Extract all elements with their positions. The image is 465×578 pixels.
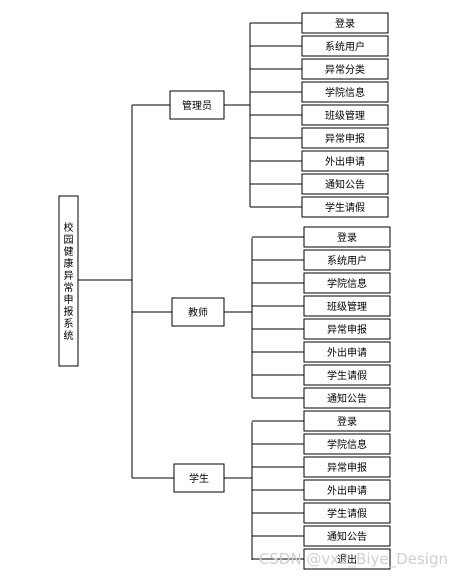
leaf-label: 异常申报	[325, 132, 365, 145]
leaf-label: 异常申报	[327, 323, 367, 336]
role-label: 学生	[189, 472, 209, 485]
leaf-label: 学院信息	[327, 438, 367, 451]
leaf-label: 外出申请	[325, 155, 365, 168]
leaf-label: 系统用户	[325, 40, 365, 53]
leaf-box	[303, 456, 391, 478]
leaf-label: 登录	[335, 17, 355, 30]
leaf-box	[303, 548, 391, 570]
root-char: 康	[64, 257, 74, 270]
leaf-label: 学院信息	[325, 86, 365, 99]
root-char: 健	[64, 246, 74, 258]
root-char: 统	[64, 329, 74, 342]
leaf-label: 退出	[337, 553, 357, 566]
leaf-box	[303, 387, 391, 409]
role-label: 管理员	[182, 99, 212, 112]
leaf-label: 班级管理	[325, 109, 365, 122]
leaf-label: 外出申请	[327, 346, 367, 359]
root-char: 异	[64, 270, 74, 282]
leaf-box	[303, 249, 391, 271]
leaf-box	[301, 81, 389, 103]
role-node-admin: 管理员	[169, 90, 225, 120]
leaf-label: 登录	[337, 231, 357, 244]
leaf-box	[303, 502, 391, 524]
leaf-box	[303, 272, 391, 294]
role-node-student: 学生	[173, 463, 225, 493]
leaf-label: 外出申请	[327, 484, 367, 497]
leaf-box	[301, 35, 389, 57]
leaf-box	[303, 295, 391, 317]
leaf-label: 学生请假	[327, 369, 367, 382]
leaf-box	[303, 364, 391, 386]
leaf-box	[301, 127, 389, 149]
root-char: 园	[64, 234, 74, 246]
leaf-label: 通知公告	[327, 392, 367, 405]
leaf-box	[301, 196, 389, 218]
leaf-box	[301, 12, 389, 34]
leaf-label: 异常分类	[325, 63, 365, 76]
leaf-box	[301, 104, 389, 126]
leaf-label: 通知公告	[325, 178, 365, 191]
leaf-box	[301, 173, 389, 195]
leaf-box	[301, 58, 389, 80]
leaf-label: 登录	[337, 415, 357, 428]
root-char: 报	[64, 305, 74, 318]
role-node-teacher: 教师	[171, 297, 225, 327]
leaf-box	[303, 433, 391, 455]
leaf-label: 学院信息	[327, 277, 367, 290]
root-char: 申	[64, 293, 74, 306]
leaf-box	[303, 318, 391, 340]
leaf-box	[303, 479, 391, 501]
watermark: CSDN @vx2_Biye_Design	[259, 550, 448, 569]
root-char: 系	[64, 318, 74, 330]
leaf-label: 通知公告	[327, 530, 367, 543]
leaf-box	[303, 525, 391, 547]
leaf-label: 系统用户	[327, 254, 367, 267]
leaf-label: 异常申报	[327, 461, 367, 474]
leaf-label: 学生请假	[325, 201, 365, 214]
role-label: 教师	[188, 306, 208, 319]
leaf-label: 班级管理	[327, 300, 367, 313]
root-node: 校 园 健 康 异 常 申 报 系 统	[58, 195, 79, 367]
leaf-box	[303, 341, 391, 363]
leaf-box	[303, 410, 391, 432]
root-char: 常	[64, 281, 74, 294]
leaf-box	[301, 150, 389, 172]
leaf-label: 学生请假	[327, 507, 367, 520]
root-char: 校	[64, 221, 74, 234]
leaf-box	[303, 226, 391, 248]
